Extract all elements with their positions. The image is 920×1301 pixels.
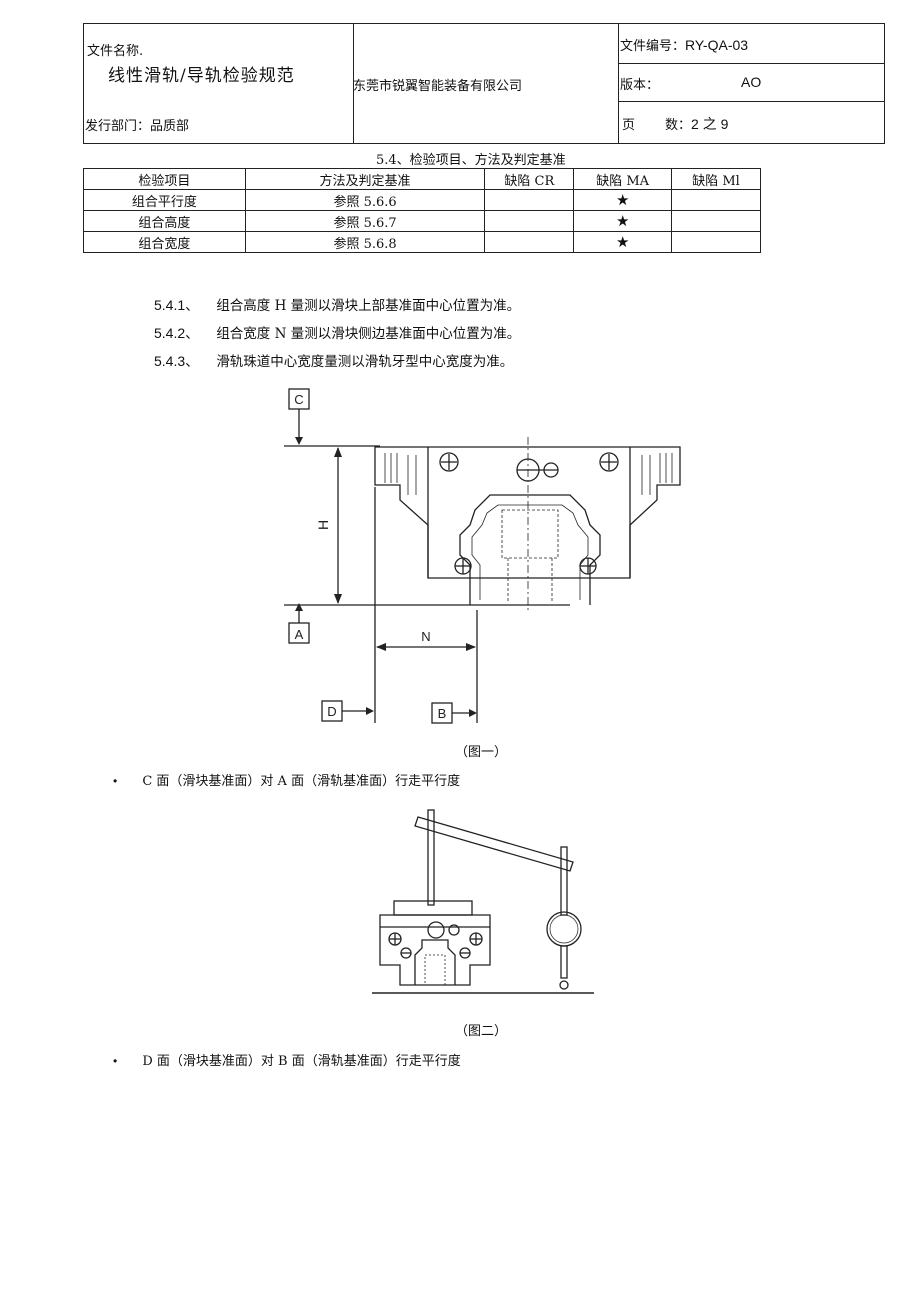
cell-method: 参照 5.6.8 [244,231,486,253]
dimension-h-label: H [315,520,331,530]
col-header-method: 方法及判定基准 [244,168,486,190]
screw-icon [400,947,412,959]
col-header-item: 检验项目 [83,168,246,190]
slider-block [379,914,491,986]
cell-mi [671,210,761,232]
company-name: 东莞市锐翼智能装备有限公司 [353,78,523,93]
screw-icon [439,452,459,472]
cell-item: 组合高度 [83,210,246,232]
cell-method: 参照 5.6.6 [244,189,486,211]
cell-ma: ★ [573,189,673,211]
file-name-label: 文件名称. [87,44,144,59]
clause-5-4-1: 5.4.1、 组合高度 H 量测以滑块上部基准面中心位置为准。 [154,294,520,315]
page-count-label: 数： [665,118,692,133]
datum-a-label: A [295,627,304,642]
table-row: 组合宽度 参照 5.6.8 ★ [83,231,761,253]
page-count-value: 2 之 9 [691,116,729,132]
clause-5-4-3: 5.4.3、 滑轨珠道中心宽度量测以滑轨牙型中心宽度为准。 [154,350,513,371]
bullet-1-text: C 面（滑块基准面）对 A 面（滑轨基准面）行走平行度 [142,774,461,789]
cell-cr [484,210,575,232]
document-header [83,23,885,144]
clause-number: 5.4.3、 [154,353,200,369]
department-value: 品质部 [150,119,190,134]
doc-number-label: 文件编号： [620,39,686,54]
cell-item: 组合平行度 [83,189,246,211]
col-header-cr: 缺陷 CR [484,168,575,190]
rail [414,939,456,985]
cell-mi [671,189,761,211]
figure-2-parallelism-measurement-diagram [372,809,594,994]
datum-a-box [288,622,310,644]
dimension-n-label: N [421,629,430,644]
screw-icon [454,557,472,575]
clause-number: 5.4.2、 [154,325,200,341]
file-name: 线性滑轨/导轨检验规范 [108,66,295,86]
screw-icon [388,932,402,946]
bullet-icon: • [113,774,118,788]
table-header-row: 检验项目 方法及判定基准 缺陷 CR 缺陷 MA 缺陷 Ml [83,168,761,190]
bullet-2-text: D 面（滑块基准面）对 B 面（滑轨基准面）行走平行度 [142,1054,461,1069]
dial-gauge-icon [546,911,582,947]
cell-ma: ★ [573,210,673,232]
clause-5-4-2: 5.4.2、 组合宽度 N 量测以滑块侧边基准面中心位置为准。 [154,322,520,343]
bullet-1: • C 面（滑块基准面）对 A 面（滑轨基准面）行走平行度 [113,770,460,789]
bullet-icon: • [113,1054,118,1068]
screw-icon [579,557,597,575]
version-label: 版本： [620,78,660,93]
clause-text: 滑轨珠道中心宽度量测以滑轨牙型中心宽度为准。 [216,354,514,370]
col-header-mi: 缺陷 Ml [671,168,761,190]
test-plate [393,900,473,916]
clause-number: 5.4.1、 [154,297,200,313]
screw-icon [459,947,471,959]
screw-icon [469,932,483,946]
cell-cr [484,231,575,253]
cell-method: 参照 5.6.7 [244,210,486,232]
figure-1-rail-block-diagram: C A H N [284,388,681,724]
indicator-arm [414,816,574,872]
cell-item: 组合宽度 [83,231,246,253]
clause-text: 组合宽度 N 量测以滑块侧边基准面中心位置为准。 [216,326,521,342]
figure-1-caption: （图一） [455,745,508,760]
bullet-2: • D 面（滑块基准面）对 B 面（滑轨基准面）行走平行度 [113,1050,461,1069]
page-label: 页 [622,118,636,133]
figure-2-caption: （图二） [455,1024,508,1039]
datum-b-label: B [438,706,447,721]
datum-d-label: D [327,704,336,719]
cell-ma: ★ [573,231,673,253]
datum-c-label: C [294,392,303,407]
table-row: 组合平行度 参照 5.6.6 ★ [83,189,761,211]
clause-text: 组合高度 H 量测以滑块上部基准面中心位置为准。 [216,298,521,314]
page-count: 数：2 之 9 [665,114,728,134]
doc-number-value: RY-QA-03 [685,37,749,53]
stand-column [427,809,435,906]
section-title: 5.4、检验项目、方法及判定基准 [376,153,566,168]
cell-mi [671,231,761,253]
col-header-ma: 缺陷 MA [573,168,673,190]
slider-block-outline [374,446,681,579]
screw-icon [599,452,619,472]
rail-profile [459,494,601,605]
inspection-table: 检验项目 方法及判定基准 缺陷 CR 缺陷 MA 缺陷 Ml 组合平行度 参照 … [83,168,761,253]
department-label: 发行部门： [85,119,151,134]
cell-cr [484,189,575,211]
department: 发行部门：品质部 [85,115,189,134]
table-row: 组合高度 参照 5.6.7 ★ [83,210,761,232]
doc-number: 文件编号：RY-QA-03 [620,35,748,54]
version-value: AO [741,74,762,90]
